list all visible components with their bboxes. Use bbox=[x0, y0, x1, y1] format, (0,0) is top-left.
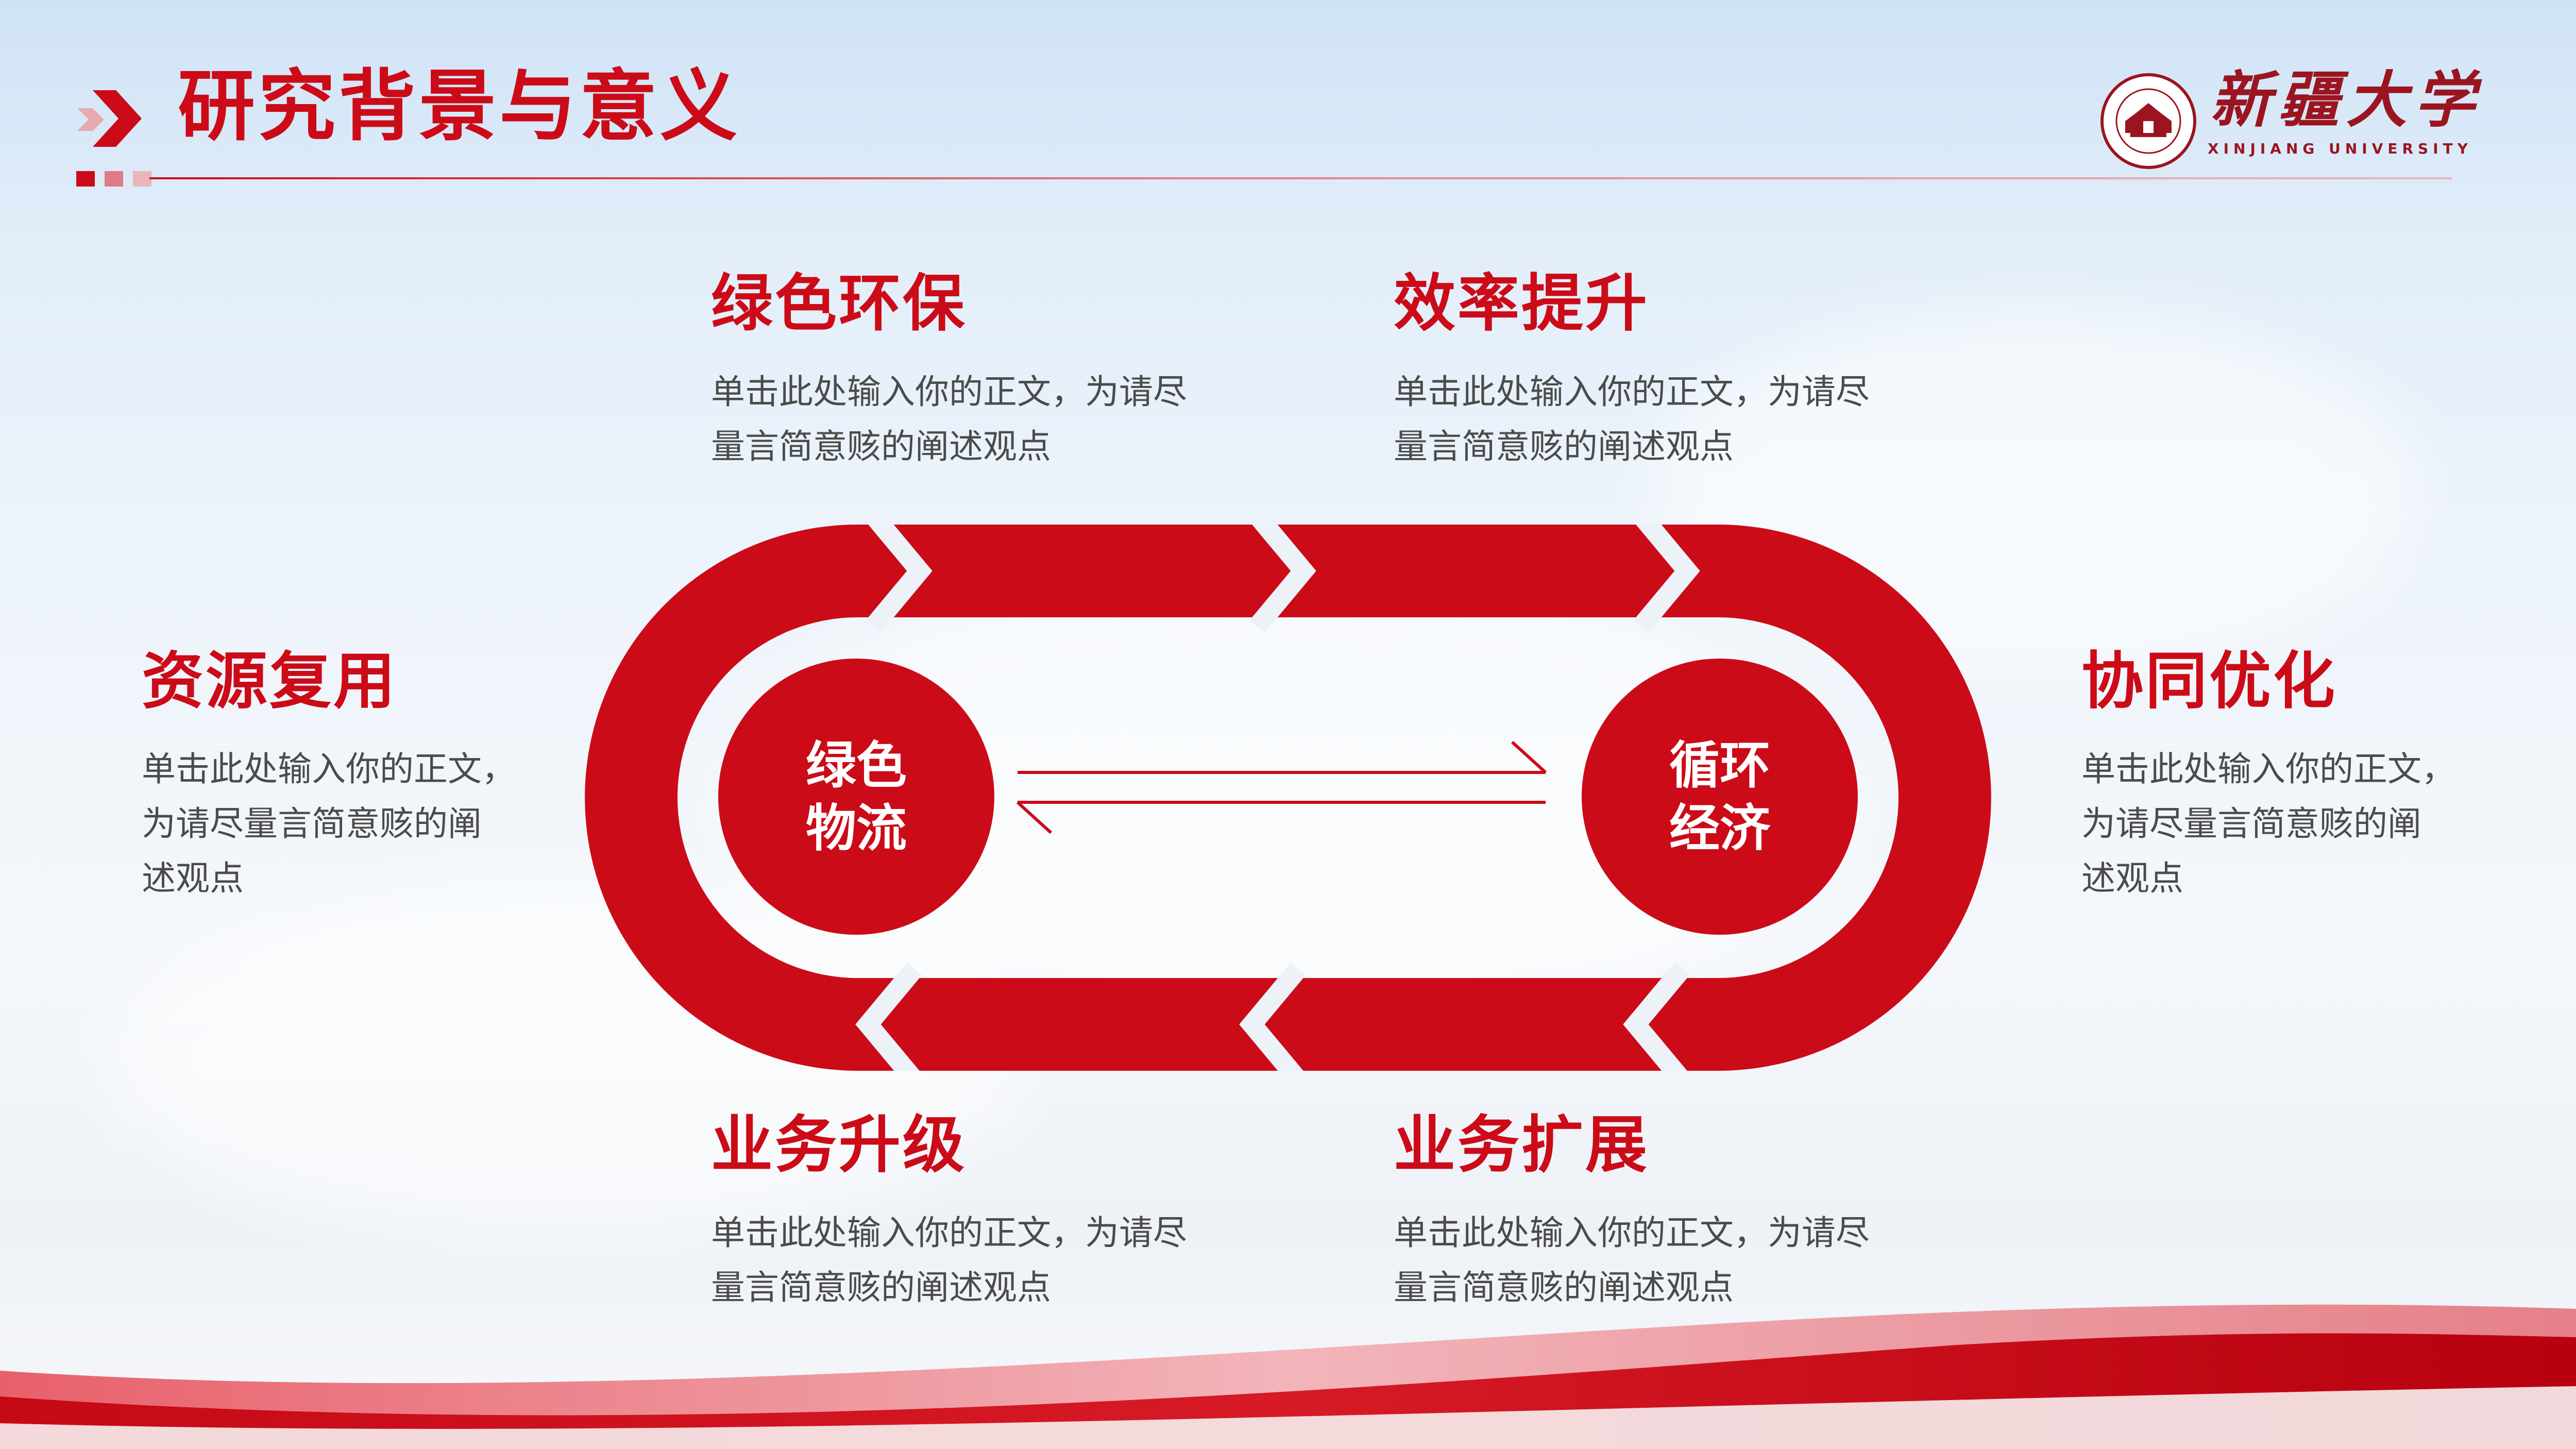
body-collaboration: 单击此处输入你的正文， 为请尽量言简意赅的阐 述观点 bbox=[2081, 742, 2455, 906]
body-efficiency: 单击此处输入你的正文，为请尽 量言简意赅的阐述观点 bbox=[1394, 365, 1870, 474]
body-resource-reuse: 单击此处输入你的正文， 为请尽量言简意赅的阐 述观点 bbox=[142, 742, 516, 906]
arrow-left-head bbox=[1016, 801, 1053, 834]
body-business-upgrade: 单击此处输入你的正文，为请尽 量言简意赅的阐述观点 bbox=[711, 1206, 1187, 1315]
body-line: 述观点 bbox=[2081, 858, 2183, 898]
right-circle-line1: 循环 bbox=[1669, 736, 1770, 795]
body-line: 单击此处输入你的正文，为请尽 bbox=[1394, 372, 1870, 412]
separator-chevron bbox=[1249, 525, 1316, 633]
body-business-expansion: 单击此处输入你的正文，为请尽 量言简意赅的阐述观点 bbox=[1394, 1206, 1870, 1315]
separator-chevron bbox=[1633, 525, 1700, 633]
heading-business-expansion: 业务扩展 bbox=[1394, 1109, 1649, 1181]
body-line: 单击此处输入你的正文，为请尽 bbox=[1394, 1213, 1870, 1253]
left-circle-line1: 绿色 bbox=[805, 736, 907, 795]
body-line: 量言简意赅的阐述观点 bbox=[1394, 1268, 1734, 1307]
chevron-icon bbox=[77, 90, 142, 147]
heading-efficiency: 效率提升 bbox=[1394, 268, 1649, 340]
header-square bbox=[76, 171, 95, 187]
cycle-ring bbox=[585, 525, 1991, 1071]
heading-business-upgrade: 业务升级 bbox=[711, 1109, 967, 1181]
body-line: 单击此处输入你的正文， bbox=[2081, 749, 2455, 789]
left-circle-line2: 物流 bbox=[805, 799, 907, 858]
body-line: 量言简意赅的阐述观点 bbox=[1394, 427, 1734, 466]
body-line: 述观点 bbox=[142, 858, 244, 898]
body-green-environment: 单击此处输入你的正文，为请尽 量言简意赅的阐述观点 bbox=[711, 365, 1187, 474]
body-line: 单击此处输入你的正文，为请尽 bbox=[711, 372, 1187, 412]
right-circle-line2: 经济 bbox=[1669, 799, 1770, 858]
right-circle bbox=[1582, 659, 1858, 935]
university-logo-name: 新疆大学 bbox=[2210, 64, 2483, 136]
arrow-right-head bbox=[1511, 740, 1547, 774]
separator-chevron bbox=[855, 962, 922, 1071]
body-line: 量言简意赅的阐述观点 bbox=[711, 427, 1051, 466]
heading-green-environment: 绿色环保 bbox=[711, 268, 967, 340]
header-divider bbox=[149, 177, 2452, 179]
separator-chevron bbox=[866, 525, 933, 633]
body-line: 为请尽量言简意赅的阐 bbox=[142, 804, 482, 844]
body-line: 量言简意赅的阐述观点 bbox=[711, 1268, 1051, 1307]
header-square bbox=[133, 171, 151, 187]
left-circle-label: 绿色 物流 bbox=[779, 734, 934, 860]
university-logo-subtitle: XINJIANG UNIVERSITY bbox=[2208, 140, 2473, 157]
separator-chevron bbox=[1239, 962, 1306, 1071]
heading-collaboration: 协同优化 bbox=[2081, 646, 2337, 717]
page-title: 研究背景与意义 bbox=[178, 62, 741, 151]
header-square bbox=[105, 171, 123, 187]
left-circle bbox=[718, 659, 994, 935]
heading-resource-reuse: 资源复用 bbox=[142, 646, 397, 717]
body-line: 单击此处输入你的正文， bbox=[142, 749, 516, 789]
separator-chevron bbox=[1623, 962, 1690, 1071]
bottom-wave-decoration bbox=[0, 1304, 2576, 1449]
body-line: 为请尽量言简意赅的阐 bbox=[2081, 804, 2421, 844]
university-seal-icon bbox=[2100, 73, 2196, 169]
right-circle-label: 循环 经济 bbox=[1642, 734, 1797, 860]
body-line: 单击此处输入你的正文，为请尽 bbox=[711, 1213, 1187, 1253]
